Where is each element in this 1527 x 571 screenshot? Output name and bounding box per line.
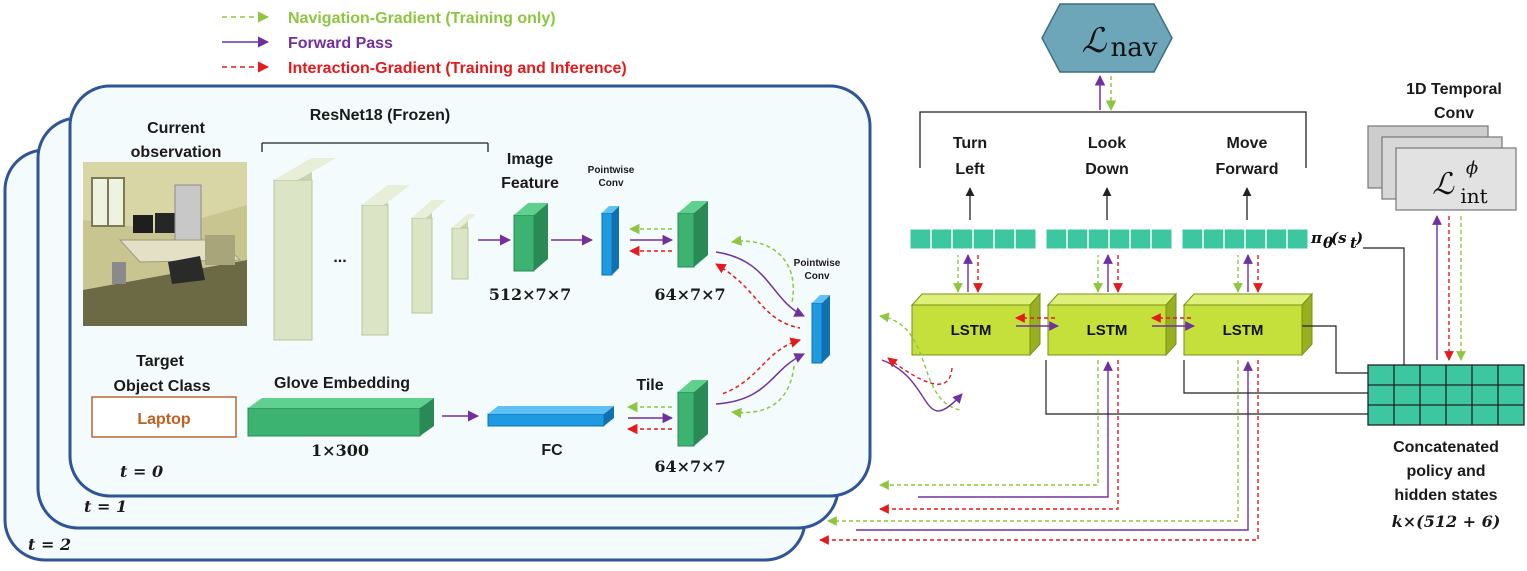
lstm-label-2: LSTM [1223, 322, 1264, 339]
target-label-1: Target [136, 353, 184, 370]
target-feature-dim: 64×7×7 [654, 457, 725, 476]
legend-int-label: Interaction-Gradient (Training and Infer… [288, 60, 627, 77]
encoder-lstm0-arrows [879, 312, 963, 412]
timestep-label-0: t = 0 [120, 462, 163, 481]
pointwise-conv-1-label-1: Pointwise [588, 165, 635, 176]
loss-nav-sub: nav [1111, 33, 1158, 63]
lstm-block-0 [910, 292, 1042, 357]
legend-forward-label: Forward Pass [288, 35, 393, 52]
fc-label: FC [541, 442, 563, 459]
lstm-block-1 [1046, 292, 1178, 357]
image-feature-dim: 512×7×7 [489, 285, 571, 304]
image-feature-label-1: Image [507, 151, 553, 168]
action-label-0-1: Turn [953, 135, 987, 152]
tile-label: Tile [636, 377, 663, 394]
resnet-label: ResNet18 (Frozen) [310, 107, 450, 124]
concat-grid [1367, 364, 1525, 426]
image-feature-block [513, 203, 548, 272]
timestep-label-1: t = 1 [84, 497, 127, 516]
lstm-block-2 [1182, 292, 1314, 357]
fc-block [487, 406, 614, 427]
lstm2-feedback-arrows [819, 360, 1259, 545]
loss-nav-hexagon [1041, 3, 1173, 73]
panel-t0 [68, 84, 872, 498]
temporal-conv-title-2: Conv [1434, 105, 1474, 122]
loss-int-sub: int [1460, 184, 1487, 208]
image-feature-label-2: Feature [501, 175, 559, 192]
loss-int-symbol: ℒ [1432, 167, 1455, 202]
concat-label-2: policy and [1406, 463, 1485, 480]
lstm-label-0: LSTM [951, 322, 992, 339]
resnet-layers [273, 158, 476, 341]
temporal-conv-title-1: 1D Temporal [1406, 81, 1502, 98]
temporal-conv-stack [1367, 125, 1517, 211]
loss-int-sup: ϕ [1466, 158, 1478, 179]
action-label-0-2: Left [955, 161, 985, 178]
policy-vector-0 [909, 228, 1037, 250]
lstm-label-1: LSTM [1087, 322, 1128, 339]
policy-vector-1 [1045, 228, 1173, 250]
pointwise-conv-1-label-2: Conv [599, 178, 624, 189]
pointwise-conv-2-label-1: Pointwise [794, 258, 841, 269]
observation-image [83, 162, 247, 326]
obs-feature-block [677, 201, 708, 268]
obs-label-2: observation [131, 144, 222, 161]
pointwise-conv-1-block [601, 206, 619, 276]
policy-label: π θ (s t ) [1310, 229, 1363, 252]
action-label-2-1: Move [1227, 135, 1268, 152]
target-feature-block [677, 380, 708, 447]
glove-dim: 1×300 [311, 441, 369, 460]
concat-label-1: Concatenated [1393, 439, 1499, 456]
actions-bracket [919, 111, 1307, 168]
action-label-1-1: Look [1088, 135, 1126, 152]
legend-nav-label: Navigation-Gradient (Training only) [288, 10, 556, 27]
policy-lstm-arrows [953, 254, 1263, 293]
grid-conv-arrows [1432, 215, 1466, 361]
legend: Navigation-Gradient (Training only) Forw… [222, 10, 627, 77]
action-label-2-2: Forward [1215, 161, 1278, 178]
svg-text:π: π [1310, 229, 1323, 247]
target-input-box [91, 396, 237, 438]
pointwise-conv-2-label-2: Conv [805, 271, 830, 282]
concat-label-3: hidden states [1394, 487, 1497, 504]
timestep-label-2: t = 2 [28, 535, 71, 554]
obs-label-1: Current [147, 120, 205, 137]
obs-feature-dim: 64×7×7 [654, 285, 725, 304]
svg-text:): ) [1355, 229, 1363, 247]
pointwise-conv-2-block [811, 295, 830, 364]
lstm1-feedback-arrows [879, 360, 1119, 514]
action-label-1-2: Down [1085, 161, 1129, 178]
policy-vector-2 [1181, 228, 1309, 250]
svg-text:t: t [1350, 234, 1357, 252]
glove-embedding-block [247, 398, 434, 437]
loss-nav-symbol: ℒ [1082, 21, 1108, 61]
svg-text:(s: (s [1331, 229, 1347, 247]
lstm-recurrent-arrows [1015, 313, 1195, 331]
concat-connectors [1045, 247, 1405, 415]
glove-label: Glove Embedding [274, 375, 410, 392]
target-label-2: Object Class [114, 378, 211, 395]
target-value: Laptop [137, 411, 191, 428]
concat-dim: k×(512 + 6) [1392, 512, 1501, 531]
svg-text:θ: θ [1323, 234, 1333, 252]
resnet-ellipsis: ... [333, 249, 346, 266]
